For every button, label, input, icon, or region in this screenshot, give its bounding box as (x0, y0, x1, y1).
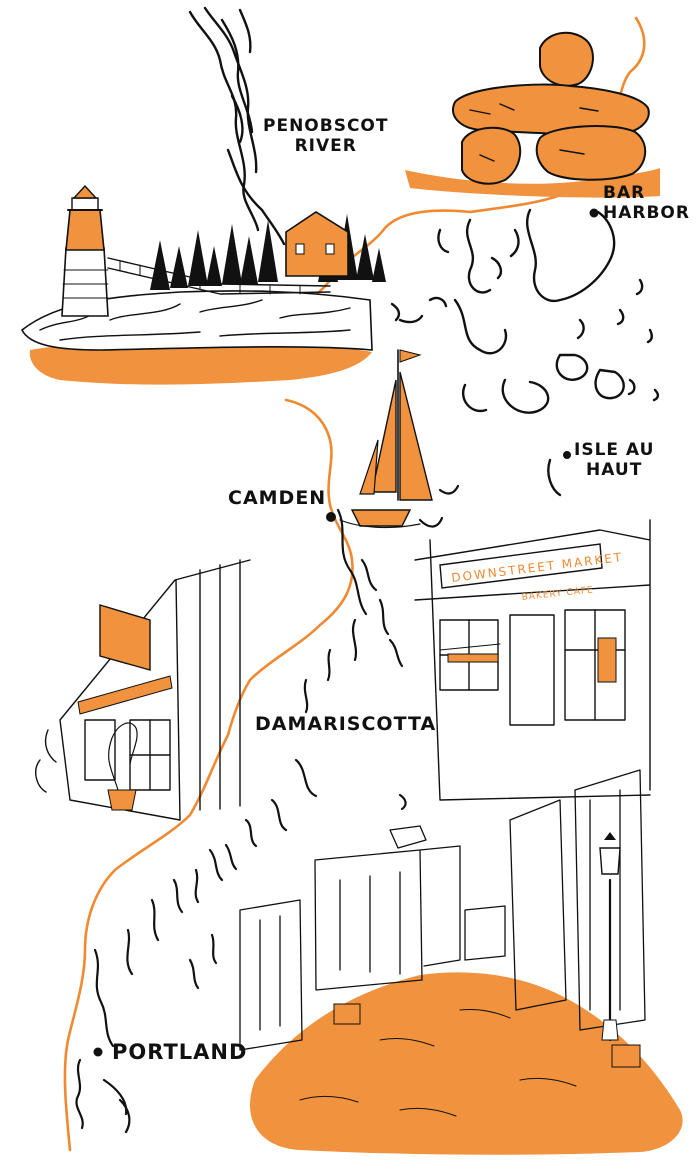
label-penobscot-river: PENOBSCOT RIVER (263, 116, 389, 156)
southern-coast-islands (75, 843, 238, 1134)
penobscot-river (188, 6, 286, 246)
midcoast-islands (244, 484, 460, 848)
lighthouse-scene (20, 184, 386, 385)
label-bar-harbor-line1: BAR (603, 183, 646, 203)
small-sign (447, 653, 499, 663)
market-sign-board (439, 543, 603, 589)
hanging-sign (597, 637, 617, 683)
label-bar-harbor-line2: HARBOR (603, 202, 690, 223)
isle-au-haut-dot (563, 451, 571, 459)
rock-cairn-illustration (405, 31, 660, 198)
label-isle-au-haut-line1: ISLE AU (574, 440, 655, 460)
bay-islands (390, 208, 660, 497)
bar-harbor-dot (589, 208, 599, 218)
label-isle-au-haut: ISLE AU HAUT (574, 440, 655, 480)
label-camden: CAMDEN (228, 487, 327, 509)
schooner-illustration (339, 349, 433, 529)
label-damariscotta: DAMARISCOTTA (255, 713, 437, 735)
shop-hanging-sign (99, 604, 151, 671)
flower-pot (107, 789, 137, 811)
label-portland: PORTLAND (112, 1040, 248, 1064)
portland-dot (93, 1047, 103, 1057)
label-penobscot-line1: PENOBSCOT (263, 116, 389, 136)
shop-awning-sign (77, 675, 173, 715)
label-penobscot-line2: RIVER (294, 135, 357, 156)
damariscotta-shop-illustration (35, 559, 251, 821)
camden-dot (326, 512, 336, 522)
label-isle-au-haut-line2: HAUT (586, 459, 643, 480)
bakery-sign-text: BAKERY CAFE (521, 585, 594, 602)
portland-street-illustration (239, 769, 683, 1155)
label-bar-harbor: BAR HARBOR (603, 183, 690, 223)
shop-plant (108, 722, 138, 791)
